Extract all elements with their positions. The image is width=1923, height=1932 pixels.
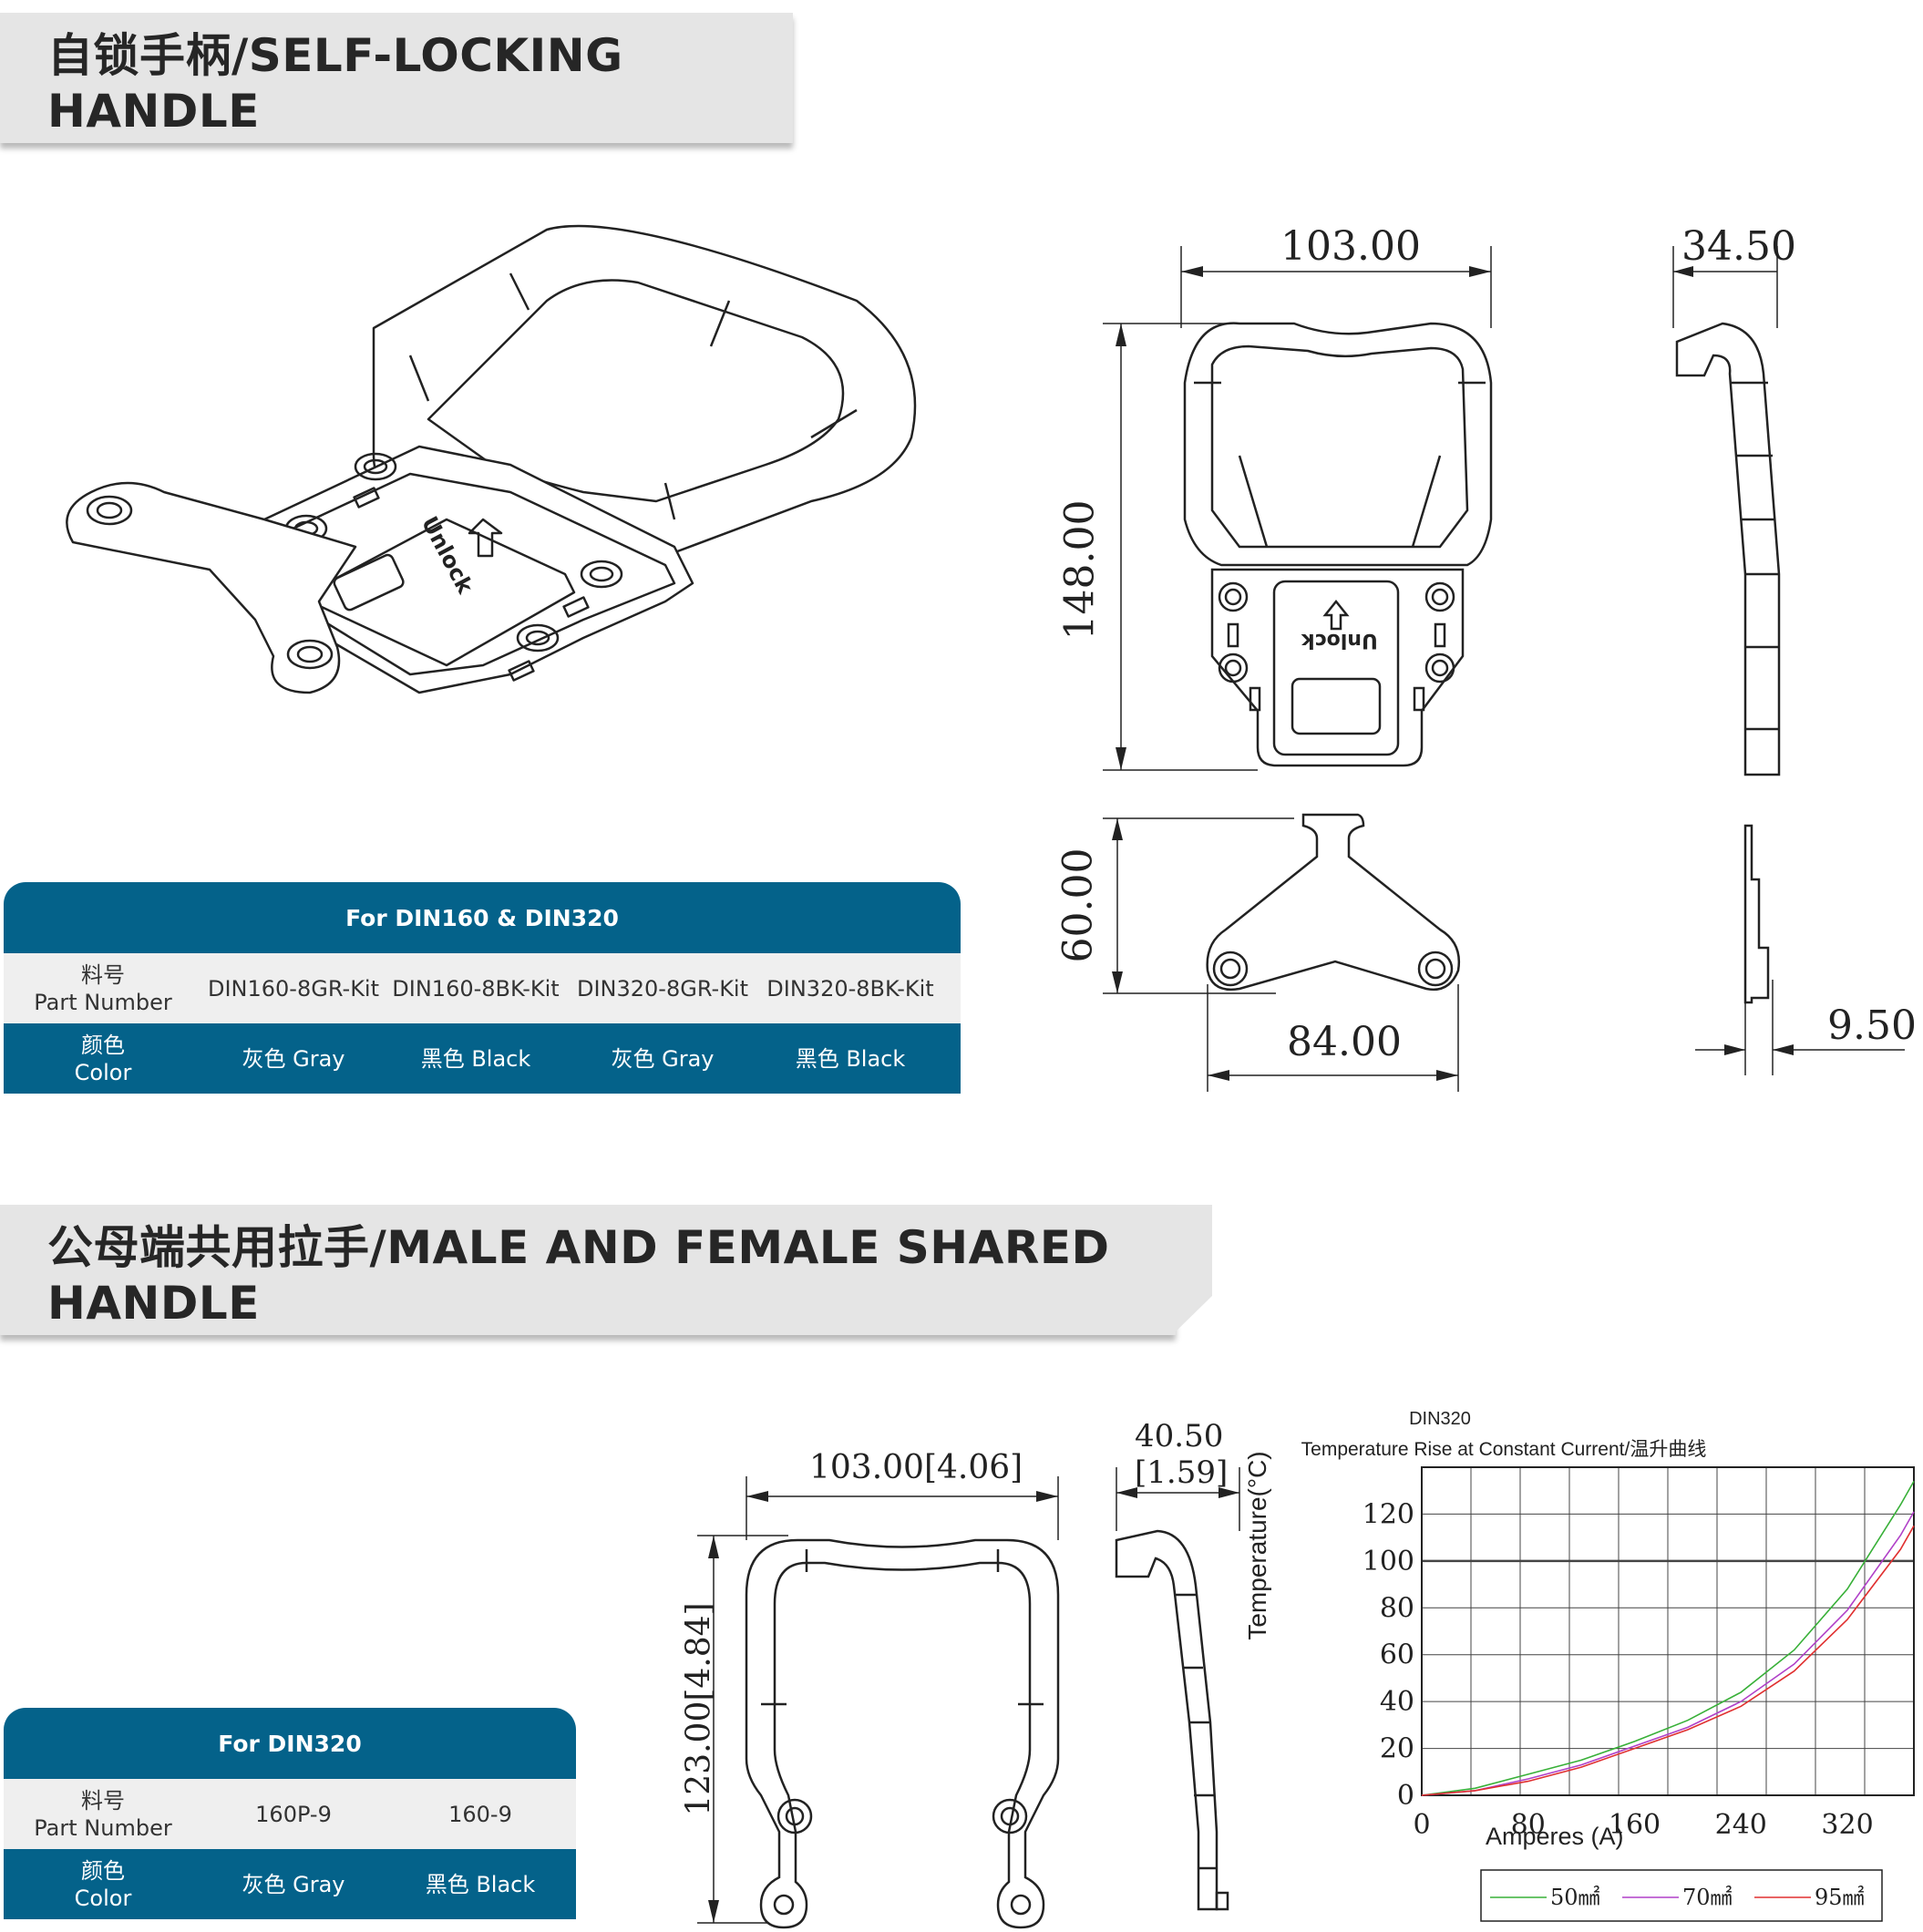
color-cell: 灰色 Gray	[242, 1045, 345, 1072]
section1-title: 自锁手柄/SELF-LOCKING HANDLE	[47, 28, 623, 138]
part-number-cell: 160P-9	[255, 1801, 332, 1827]
part-number-cell: DIN160-8GR-Kit	[207, 975, 380, 1002]
chart-xlabel: Amperes (A)	[1486, 1823, 1624, 1850]
side-view-depth-dimension: 34.50	[1681, 223, 1796, 270]
section1-spec-table: For DIN160 & DIN320 料号 Part Number DIN16…	[4, 882, 961, 1094]
base-view-width-dimension: 84.00	[1287, 1019, 1402, 1065]
y-tick-label: 0	[1397, 1780, 1414, 1812]
shared-handle-height-dimension: 123.00[4.84]	[680, 1602, 718, 1816]
part-number-cell: DIN160-8BK-Kit	[392, 975, 560, 1002]
chart-subtitle: Temperature Rise at Constant Current/温升曲…	[1301, 1439, 1707, 1460]
part-number-cell: DIN320-8GR-Kit	[576, 975, 749, 1002]
x-tick-label: 0	[1413, 1809, 1430, 1841]
y-tick-label: 100	[1363, 1546, 1414, 1577]
front-view-height-dimension: 148.00	[1056, 499, 1104, 641]
part-number-row: 料号 Part Number DIN160-8GR-Kit DIN160-8BK…	[4, 953, 961, 1023]
self-locking-handle-base-side-view	[1695, 824, 1905, 1075]
shared-handle-side-view	[1115, 1467, 1240, 1911]
color-label: 颜色 Color	[4, 1849, 202, 1919]
series-line	[1421, 1525, 1915, 1796]
front-view-unlock-label: Unlock	[1301, 629, 1378, 652]
x-tick-label: 240	[1715, 1809, 1767, 1841]
part-number-label: 料号 Part Number	[4, 953, 202, 1023]
self-locking-handle-base-view	[1103, 813, 1461, 1092]
shared-handle-depth-dimension-bottom: [1.59]	[1135, 1454, 1229, 1491]
front-view-width-dimension: 103.00	[1280, 223, 1421, 270]
section2-title: 公母端共用拉手/MALE AND FEMALE SHARED HANDLE	[47, 1220, 1110, 1330]
shared-handle-front-view	[697, 1476, 1060, 1929]
chart-ylabel: Temperature(°C)	[1243, 1451, 1271, 1640]
color-cell: 黑色 Black	[420, 1045, 531, 1072]
color-row: 颜色 Color 灰色 Gray 黑色 Black 灰色 Gray 黑色 Bla…	[4, 1023, 961, 1094]
color-label: 颜色 Color	[4, 1023, 202, 1094]
color-row: 颜色 Color 灰色 Gray 黑色 Black	[4, 1849, 576, 1919]
legend-label: 50㎟	[1550, 1885, 1600, 1910]
shared-handle-depth-dimension-top: 40.50	[1135, 1418, 1224, 1454]
color-cell: 灰色 Gray	[242, 1871, 345, 1897]
legend-box	[1480, 1869, 1883, 1922]
part-number-row: 料号 Part Number 160P-9 160-9	[4, 1779, 576, 1849]
y-tick-label: 60	[1380, 1639, 1414, 1671]
series-line	[1421, 1481, 1915, 1796]
y-tick-label: 20	[1380, 1733, 1414, 1765]
section1-table-header: For DIN160 & DIN320	[4, 882, 961, 953]
legend-label: 95㎟	[1815, 1885, 1865, 1910]
color-label-en: Color	[74, 1885, 132, 1911]
series-line	[1421, 1511, 1915, 1796]
color-cell: 黑色 Black	[795, 1045, 906, 1072]
color-label-cn: 颜色	[81, 1857, 125, 1884]
legend-label: 70㎟	[1682, 1885, 1733, 1910]
section1-banner: 自锁手柄/SELF-LOCKING HANDLE	[0, 13, 793, 143]
part-number-cell: DIN320-8BK-Kit	[766, 975, 934, 1002]
plot-frame	[1421, 1466, 1915, 1796]
section2-banner-cap	[1172, 1205, 1212, 1335]
part-number-cell: 160-9	[448, 1801, 512, 1827]
section2-banner: 公母端共用拉手/MALE AND FEMALE SHARED HANDLE	[0, 1205, 1176, 1335]
color-label-en: Color	[74, 1059, 132, 1085]
self-locking-handle-isometric-drawing	[66, 224, 917, 694]
part-number-label-cn: 料号	[81, 961, 125, 988]
part-number-label: 料号 Part Number	[4, 1779, 202, 1849]
color-cell: 黑色 Black	[425, 1871, 536, 1897]
temperature-rise-chart: 0 20 40 60 80 100 120 0 80 160 240 320 50㎟ 70㎟ 95㎟	[1363, 1466, 1915, 1922]
y-tick-label: 40	[1380, 1686, 1414, 1718]
part-number-label-cn: 料号	[81, 1787, 125, 1814]
base-view-height-dimension: 60.00	[1054, 848, 1102, 963]
x-tick-label: 320	[1821, 1809, 1873, 1841]
self-locking-handle-front-view	[1103, 246, 1493, 771]
x-tick-label: 80	[1511, 1809, 1546, 1841]
x-tick-label: 160	[1609, 1809, 1661, 1841]
y-tick-label: 80	[1380, 1592, 1414, 1624]
self-locking-handle-side-view	[1672, 246, 1781, 776]
section2-spec-table: For DIN320 料号 Part Number 160P-9 160-9 颜…	[4, 1708, 576, 1919]
chart-title: DIN320	[1409, 1409, 1471, 1429]
part-number-label-en: Part Number	[34, 989, 172, 1015]
base-side-view-thickness-dimension: 9.50	[1827, 1002, 1917, 1049]
part-number-label-en: Part Number	[34, 1814, 172, 1841]
section2-table-header: For DIN320	[4, 1708, 576, 1779]
color-label-cn: 颜色	[81, 1032, 125, 1058]
y-tick-label: 120	[1363, 1498, 1414, 1530]
color-cell: 灰色 Gray	[611, 1045, 715, 1072]
shared-handle-width-dimension: 103.00[4.06]	[809, 1449, 1023, 1486]
section1-banner-cap	[753, 13, 793, 143]
